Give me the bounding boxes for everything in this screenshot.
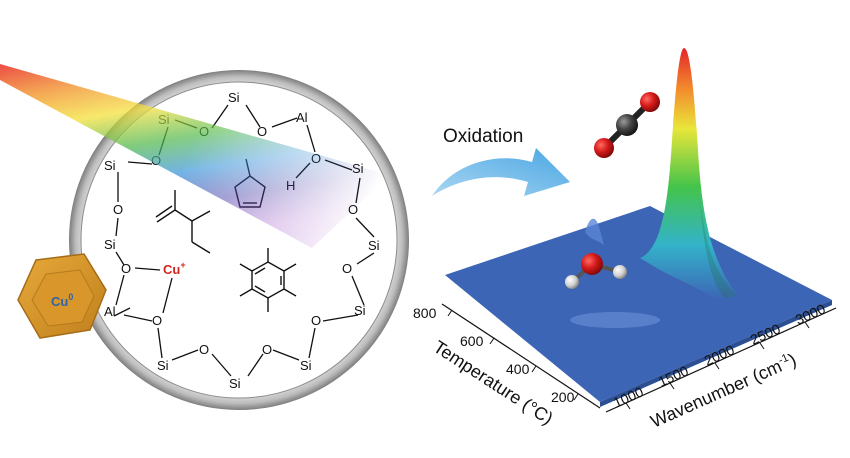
- atom-o: O: [311, 313, 321, 328]
- atom-o: O: [113, 202, 123, 217]
- atom-al: Al: [104, 304, 116, 319]
- atom-o: O: [152, 313, 162, 328]
- atom-o: O: [342, 261, 352, 276]
- atom-o: O: [257, 124, 267, 139]
- atom-o: O: [262, 342, 272, 357]
- atom-si: Si: [228, 90, 240, 105]
- atom-si: Si: [104, 158, 116, 173]
- spectrum-3d-plot: 800 600 400 200 Temperature (°C) 1000 15…: [413, 48, 837, 432]
- water-band: [585, 218, 604, 245]
- baseline-edge: [600, 300, 832, 407]
- co2-peak: [640, 48, 738, 300]
- temperature-tick: 200: [551, 389, 575, 405]
- oxidation-arrow: Oxidation: [432, 126, 570, 196]
- atom-si: Si: [368, 238, 380, 253]
- co2-molecule: [594, 92, 660, 158]
- atom-o: O: [121, 261, 131, 276]
- alkene-molecule: [155, 190, 211, 254]
- atom-si: Si: [229, 376, 241, 391]
- h2o-molecule: [565, 253, 627, 289]
- atom-si: Si: [300, 358, 312, 373]
- atom-si: Si: [104, 237, 116, 252]
- cu-plus-label: Cu+: [163, 260, 186, 277]
- light-beam: [0, 64, 390, 248]
- co2-peak-shadow: [700, 200, 738, 298]
- atom-si: Si: [157, 358, 169, 373]
- baseline-surface: [445, 206, 832, 402]
- temperature-tick: 400: [506, 361, 530, 377]
- temperature-tick: 800: [413, 305, 437, 321]
- atom-al: Al: [296, 110, 308, 125]
- temperature-tick: 600: [460, 333, 484, 349]
- oxidation-label: Oxidation: [443, 126, 523, 147]
- cu-particle: Cu0: [17, 253, 107, 339]
- hexamethylbenzene-molecule: [239, 248, 297, 312]
- cu-zero-label: Cu0: [51, 292, 73, 309]
- atom-o: O: [199, 342, 209, 357]
- water-ridge: [570, 312, 660, 328]
- atom-si: Si: [354, 303, 366, 318]
